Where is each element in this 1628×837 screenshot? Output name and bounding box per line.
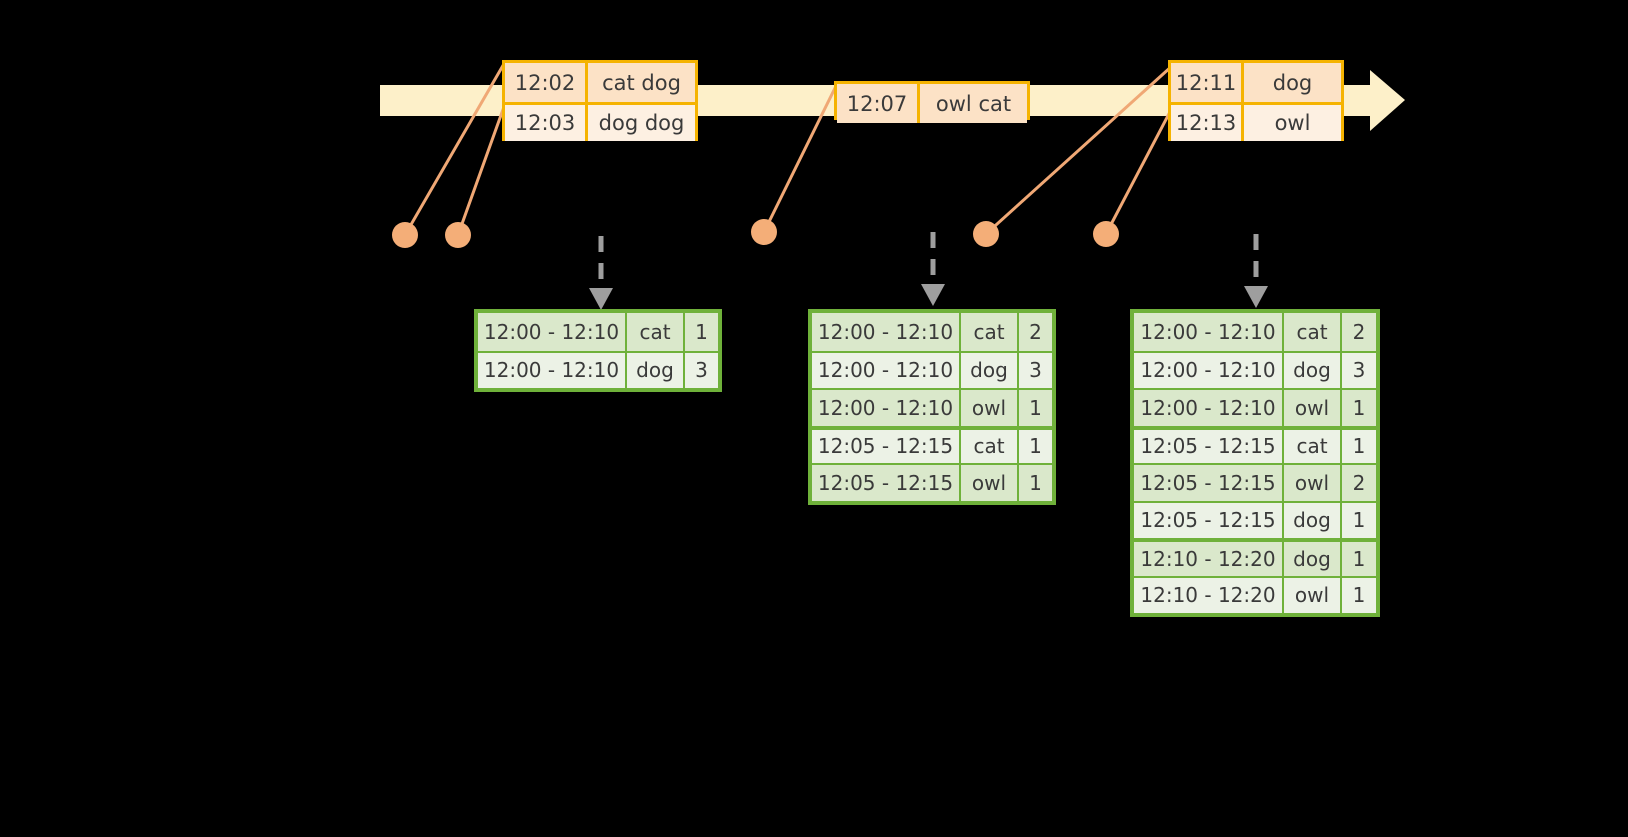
event-group-1[interactable]: 12:02 cat dog 12:03 dog dog [502, 60, 698, 141]
word-cell: owl [1282, 577, 1340, 613]
event-time: 12:11 [1171, 63, 1244, 102]
event-dot-5 [1093, 221, 1119, 247]
word-cell: dog [1282, 352, 1340, 388]
event-words: owl [1244, 105, 1341, 141]
window-cell: 12:00 - 12:10 [1134, 313, 1282, 351]
window-cell: 12:10 - 12:20 [1134, 542, 1282, 576]
window-cell: 12:00 - 12:10 [812, 313, 959, 351]
count-cell: 3 [1017, 352, 1052, 388]
window-cell: 12:00 - 12:10 [812, 390, 959, 426]
word-cell: dog [959, 352, 1017, 388]
count-cell: 3 [1340, 352, 1376, 388]
window-cell: 12:00 - 12:10 [812, 352, 959, 388]
count-cell: 1 [1340, 577, 1376, 613]
event-row[interactable]: 12:07 owl cat [837, 84, 1027, 123]
count-cell: 1 [1017, 390, 1052, 426]
window-cell: 12:10 - 12:20 [1134, 577, 1282, 613]
event-dot-3 [751, 219, 777, 245]
event-words: cat dog [588, 63, 695, 102]
event-row[interactable]: 12:11 dog [1171, 63, 1341, 102]
event-group-2[interactable]: 12:07 owl cat [834, 81, 1030, 123]
count-cell: 1 [683, 313, 718, 351]
word-cell: owl [1282, 465, 1340, 501]
event-time: 12:03 [505, 105, 588, 141]
window-cell: 12:00 - 12:10 [1134, 390, 1282, 426]
word-cell: cat [1282, 429, 1340, 463]
window-cell: 12:05 - 12:15 [812, 465, 959, 501]
count-cell: 1 [1340, 390, 1376, 426]
word-cell: cat [959, 313, 1017, 351]
event-time: 12:07 [837, 84, 920, 123]
word-cell: owl [959, 465, 1017, 501]
event-row[interactable]: 12:02 cat dog [505, 63, 695, 102]
window-cell: 12:05 - 12:15 [1134, 429, 1282, 463]
event-row[interactable]: 12:13 owl [1171, 102, 1341, 141]
event-time: 12:02 [505, 63, 588, 102]
word-cell: owl [1282, 390, 1340, 426]
count-cell: 2 [1340, 313, 1376, 351]
word-cell: owl [959, 390, 1017, 426]
word-cell: dog [1282, 502, 1340, 538]
dashed-arrows-group [589, 232, 1268, 310]
window-cell: 12:05 - 12:15 [1134, 465, 1282, 501]
word-cell: dog [625, 352, 683, 388]
count-cell: 1 [1017, 465, 1052, 501]
count-cell: 1 [1340, 429, 1376, 463]
count-cell: 3 [683, 352, 718, 388]
event-dots-group [392, 219, 1119, 248]
dashed-arrow-1 [589, 236, 613, 310]
word-cell: cat [625, 313, 683, 351]
dashed-arrow-3 [1244, 234, 1268, 308]
event-group-3[interactable]: 12:11 dog 12:13 owl [1168, 60, 1344, 141]
count-cell: 1 [1017, 429, 1052, 463]
window-cell: 12:00 - 12:10 [478, 352, 625, 388]
window-cell: 12:00 - 12:10 [1134, 352, 1282, 388]
event-time: 12:13 [1171, 105, 1244, 141]
count-cell: 1 [1340, 542, 1376, 576]
word-cell: dog [1282, 542, 1340, 576]
event-words: dog dog [588, 105, 695, 141]
word-cell: cat [1282, 313, 1340, 351]
window-cell: 12:05 - 12:15 [812, 429, 959, 463]
count-cell: 2 [1017, 313, 1052, 351]
count-cell: 1 [1340, 502, 1376, 538]
count-cell: 2 [1340, 465, 1376, 501]
event-dot-4 [973, 221, 999, 247]
event-dot-2 [445, 222, 471, 248]
event-words: dog [1244, 63, 1341, 102]
event-row[interactable]: 12:03 dog dog [505, 102, 695, 141]
event-dot-1 [392, 222, 418, 248]
event-words: owl cat [920, 84, 1027, 123]
window-cell: 12:05 - 12:15 [1134, 502, 1282, 538]
window-cell: 12:00 - 12:10 [478, 313, 625, 351]
word-cell: cat [959, 429, 1017, 463]
dashed-arrow-2 [921, 232, 945, 306]
